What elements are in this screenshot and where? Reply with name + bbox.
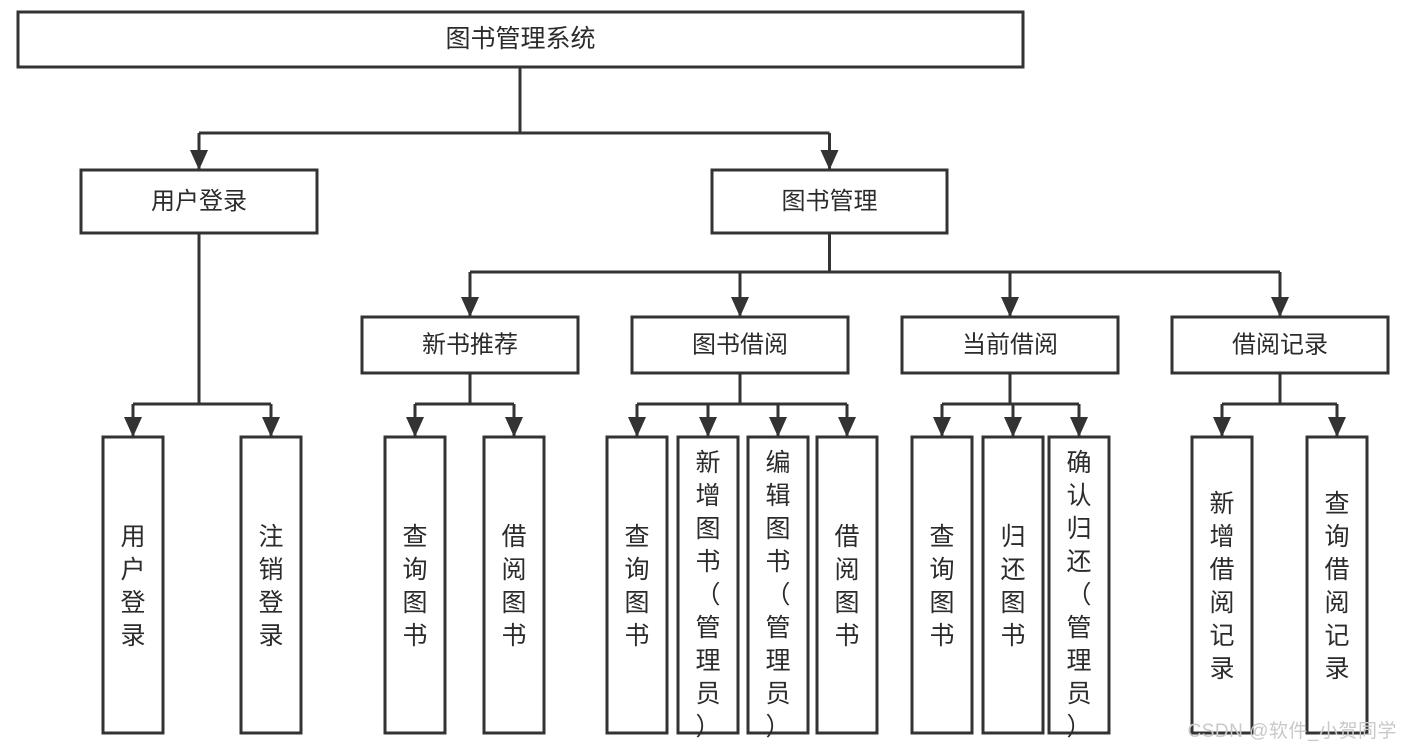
node-box-leaf-query-book-1[interactable] bbox=[383, 435, 447, 735]
node-box-current-borrow[interactable] bbox=[900, 315, 1120, 375]
node-label-leaf-add-borrow-record: 新增借阅记录 bbox=[1209, 490, 1234, 683]
node-label-user-login: 用户登录 bbox=[151, 188, 247, 215]
node-layer: 图书管理系统用户登录图书管理新书推荐图书借阅当前借阅借阅记录用户登录注销登录查询… bbox=[16, 10, 1390, 741]
node-label-current-borrow: 当前借阅 bbox=[962, 331, 1058, 358]
node-label-leaf-confirm-return-admin: 确认归还（管理员） bbox=[1066, 449, 1091, 741]
connector-layer bbox=[124, 67, 1346, 437]
node-box-borrow-record[interactable] bbox=[1170, 315, 1390, 375]
node-label-leaf-borrow-book-1: 借阅图书 bbox=[501, 523, 526, 650]
node-label-leaf-query-book-3: 查询图书 bbox=[929, 523, 954, 650]
node-box-leaf-query-borrow-record[interactable] bbox=[1305, 435, 1369, 735]
node-label-leaf-logout-login: 注销登录 bbox=[258, 523, 283, 650]
node-leaf-edit-book-admin[interactable]: 编辑图书（管理员） bbox=[746, 435, 810, 741]
node-box-new-book-recommend[interactable] bbox=[360, 315, 580, 375]
node-leaf-add-borrow-record[interactable]: 新增借阅记录 bbox=[1190, 435, 1254, 735]
node-box-user-login[interactable] bbox=[79, 168, 319, 235]
node-new-book-recommend[interactable]: 新书推荐 bbox=[360, 315, 580, 375]
node-leaf-query-book-3[interactable]: 查询图书 bbox=[910, 435, 974, 735]
node-box-book-borrow[interactable] bbox=[630, 315, 850, 375]
node-label-leaf-query-book-1: 查询图书 bbox=[402, 523, 427, 650]
node-book-management[interactable]: 图书管理 bbox=[710, 168, 949, 235]
node-box-leaf-query-book-3[interactable] bbox=[910, 435, 974, 735]
node-box-leaf-query-book-2[interactable] bbox=[605, 435, 669, 735]
node-book-borrow[interactable]: 图书借阅 bbox=[630, 315, 850, 375]
node-box-leaf-borrow-book-2[interactable] bbox=[815, 435, 879, 735]
node-box-book-management[interactable] bbox=[710, 168, 949, 235]
node-leaf-user-login[interactable]: 用户登录 bbox=[101, 435, 165, 735]
node-box-leaf-borrow-book-1[interactable] bbox=[482, 435, 546, 735]
node-label-leaf-borrow-book-2: 借阅图书 bbox=[834, 523, 859, 650]
node-leaf-query-book-1[interactable]: 查询图书 bbox=[383, 435, 447, 735]
node-label-book-management: 图书管理 bbox=[782, 188, 878, 215]
node-box-leaf-user-login[interactable] bbox=[101, 435, 165, 735]
node-borrow-record[interactable]: 借阅记录 bbox=[1170, 315, 1390, 375]
node-box-leaf-logout-login[interactable] bbox=[239, 435, 303, 735]
node-label-book-borrow: 图书借阅 bbox=[692, 331, 788, 358]
node-label-leaf-query-borrow-record: 查询借阅记录 bbox=[1324, 490, 1349, 683]
node-label-leaf-return-book: 归还图书 bbox=[1000, 523, 1025, 650]
node-box-leaf-edit-book-admin[interactable] bbox=[746, 435, 810, 735]
node-leaf-query-book-2[interactable]: 查询图书 bbox=[605, 435, 669, 735]
node-leaf-query-borrow-record[interactable]: 查询借阅记录 bbox=[1305, 435, 1369, 735]
node-label-leaf-edit-book-admin: 编辑图书（管理员） bbox=[765, 449, 790, 741]
node-label-leaf-user-login: 用户登录 bbox=[120, 523, 145, 650]
node-leaf-borrow-book-1[interactable]: 借阅图书 bbox=[482, 435, 546, 735]
node-label-root: 图书管理系统 bbox=[445, 25, 595, 53]
node-box-leaf-add-borrow-record[interactable] bbox=[1190, 435, 1254, 735]
node-box-leaf-add-book-admin[interactable] bbox=[676, 435, 740, 735]
node-box-leaf-confirm-return-admin[interactable] bbox=[1047, 435, 1111, 735]
node-leaf-add-book-admin[interactable]: 新增图书（管理员） bbox=[676, 435, 740, 741]
node-current-borrow[interactable]: 当前借阅 bbox=[900, 315, 1120, 375]
node-leaf-borrow-book-2[interactable]: 借阅图书 bbox=[815, 435, 879, 735]
node-root[interactable]: 图书管理系统 bbox=[16, 10, 1025, 69]
node-box-root[interactable] bbox=[16, 10, 1025, 69]
node-label-borrow-record: 借阅记录 bbox=[1232, 331, 1328, 358]
node-leaf-logout-login[interactable]: 注销登录 bbox=[239, 435, 303, 735]
node-leaf-return-book[interactable]: 归还图书 bbox=[981, 435, 1045, 735]
node-user-login[interactable]: 用户登录 bbox=[79, 168, 319, 235]
node-label-new-book-recommend: 新书推荐 bbox=[422, 331, 518, 358]
node-label-leaf-query-book-2: 查询图书 bbox=[624, 523, 649, 650]
node-box-leaf-return-book[interactable] bbox=[981, 435, 1045, 735]
node-label-leaf-add-book-admin: 新增图书（管理员） bbox=[695, 449, 720, 741]
node-leaf-confirm-return-admin[interactable]: 确认归还（管理员） bbox=[1047, 435, 1111, 741]
